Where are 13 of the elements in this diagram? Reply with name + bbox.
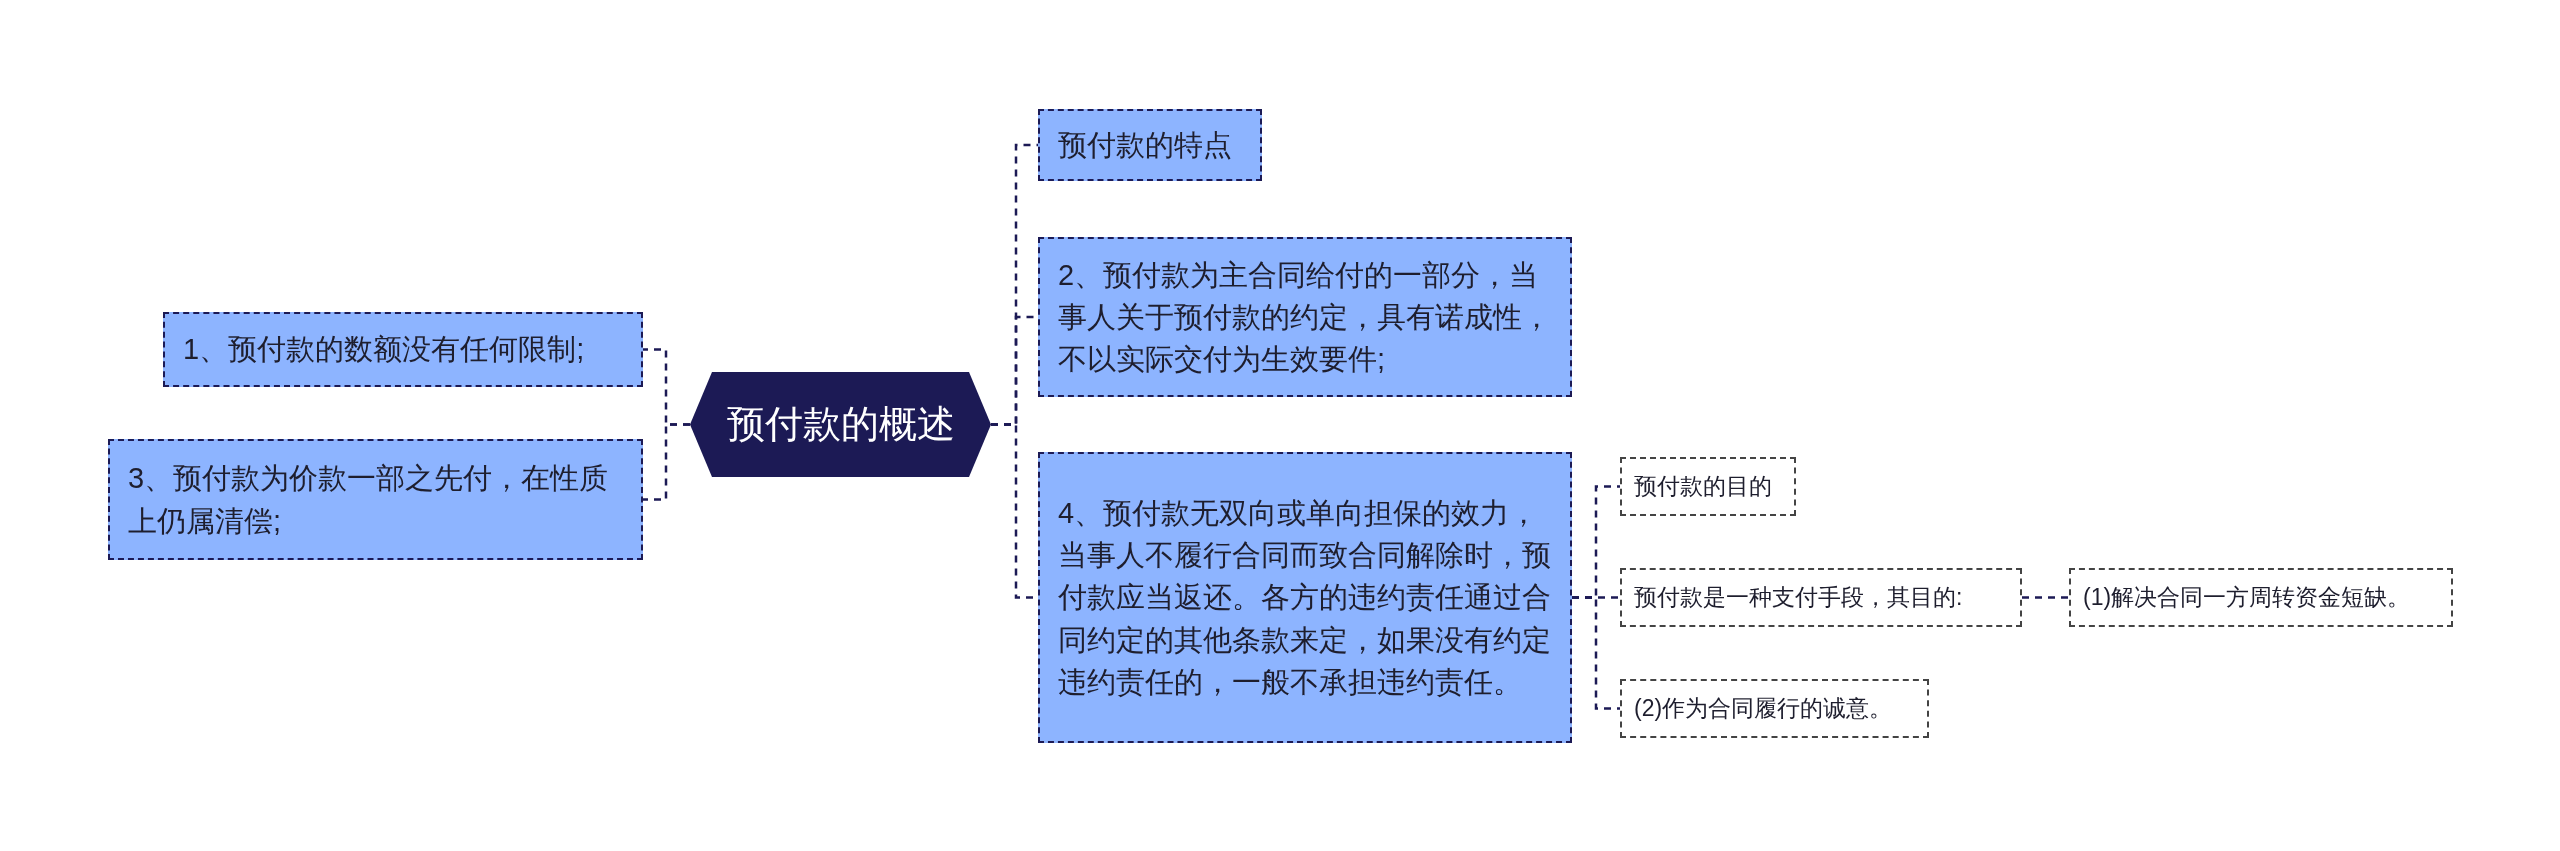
topic-box: 4、预付款无双向或单向担保的效力，当事人不履行合同而致合同解除时，预付款应当返还。各方的违约责任通过合同约定的其他条款来定，如果没有约定违约责任的，一般不承担违约责任。 <box>1038 452 1572 743</box>
topic-box: 2、预付款为主合同给付的一部分，当事人关于预付款的约定，具有诺成性，不以实际交付为生效要件; <box>1038 237 1572 397</box>
subtopic-box: 预付款的目的 <box>1620 457 1796 516</box>
connector-line <box>2022 596 2069 599</box>
connector-line <box>643 423 690 501</box>
subtopic-box: 预付款是一种支付手段，其目的: <box>1620 568 2022 627</box>
subtopic-box: (1)解决合同一方周转资金短缺。 <box>2069 568 2453 627</box>
connector-line <box>1572 596 1620 710</box>
subtopic-box: (2)作为合同履行的诚意。 <box>1620 679 1929 738</box>
topic-box: 3、预付款为价款一部之先付，在性质上仍属清偿; <box>108 439 643 560</box>
topic-box: 预付款的特点 <box>1038 109 1262 181</box>
central-topic: 预付款的概述 <box>690 372 991 477</box>
topic-box: 1、预付款的数额没有任何限制; <box>163 312 643 387</box>
